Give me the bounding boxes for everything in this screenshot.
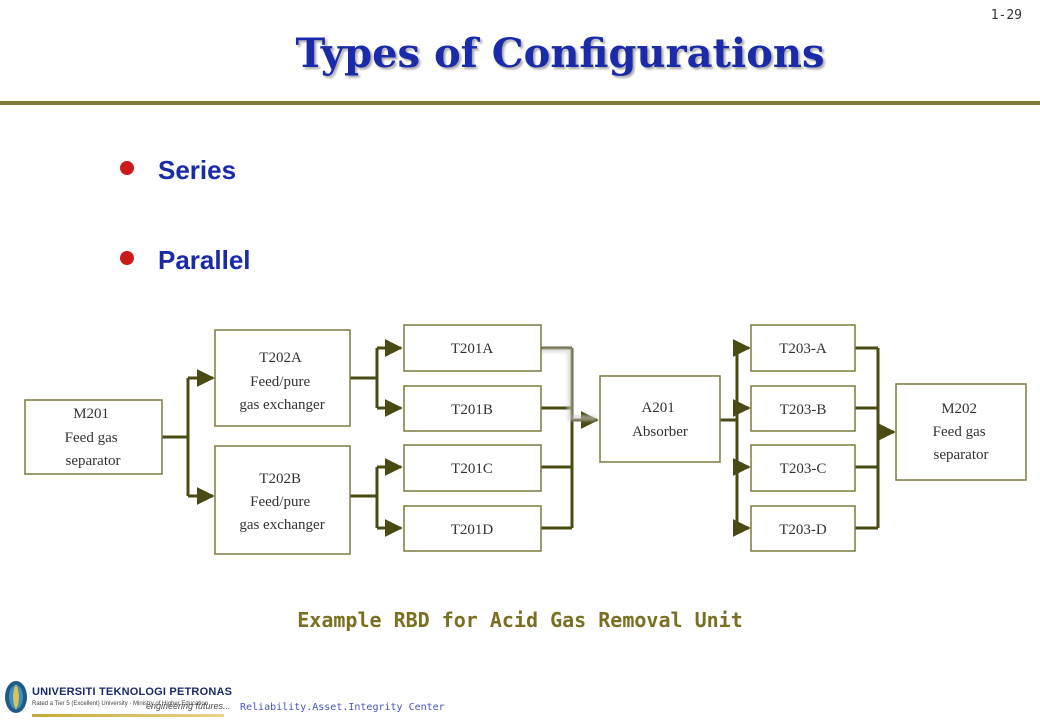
block-t201c <box>403 444 542 492</box>
bullet-label: Series <box>158 154 237 185</box>
block-a201 <box>599 375 721 463</box>
block-m202 <box>895 383 1027 481</box>
logo-underline <box>32 714 224 717</box>
rbd-diagram: M201 Feed gas separator T202A Feed/pure … <box>24 324 1027 555</box>
block-label-m202: M202 Feed gas separator <box>933 401 990 463</box>
block-t202b <box>214 445 351 555</box>
bullet-list: Series Parallel <box>120 150 251 330</box>
university-logo-icon <box>5 681 27 713</box>
block-t203c <box>750 444 856 492</box>
page-number: 1-29 <box>990 8 1022 23</box>
block-t201d <box>403 505 542 552</box>
university-slogan: engineering futures... <box>146 701 231 711</box>
bullet-item-series: Series <box>120 150 251 190</box>
rbd-block-labels: M201 Feed gas separator T202A Feed/pure … <box>65 341 990 538</box>
block-label-t202a: T202A Feed/pure gas exchanger <box>239 350 324 413</box>
block-label-t203c: T203-C <box>780 461 827 477</box>
bullet-item-parallel: Parallel <box>120 240 251 280</box>
block-m201 <box>24 399 163 475</box>
block-label-a201: A201 Absorber <box>632 400 688 440</box>
block-t203a <box>750 324 856 372</box>
university-tagline: Rated a Tier 5 (Excellent) University · … <box>32 701 209 707</box>
block-label-t201b: T201B <box>451 402 493 418</box>
bullet-dot-icon <box>120 161 134 175</box>
university-name: UNIVERSITI TEKNOLOGI PETRONAS <box>32 686 233 698</box>
block-label-t203a: T203-A <box>779 341 827 357</box>
diagram-caption: Example RBD for Acid Gas Removal Unit <box>297 608 743 632</box>
footer: UNIVERSITI TEKNOLOGI PETRONAS Rated a Ti… <box>0 674 1040 720</box>
block-label-t201d: T201D <box>451 522 494 538</box>
block-label-t202b: T202B Feed/pure gas exchanger <box>239 471 324 533</box>
block-t203b <box>750 385 856 432</box>
rbd-blocks <box>24 324 1027 555</box>
block-label-t201c: T201C <box>451 461 493 477</box>
block-label-m201: M201 Feed gas separator <box>65 406 122 469</box>
title-divider <box>0 101 1040 105</box>
block-t201a <box>403 324 542 372</box>
block-t202a <box>214 329 351 427</box>
block-label-t203b: T203-B <box>780 402 827 418</box>
block-label-t203d: T203-D <box>779 522 827 538</box>
block-label-t201a: T201A <box>451 341 494 357</box>
highlight-glow <box>541 347 596 421</box>
bullet-dot-icon <box>120 251 134 265</box>
page-title: Types of Configurations <box>295 30 825 77</box>
block-t203d <box>750 505 856 552</box>
block-t201b <box>403 385 542 432</box>
footer-center-text: Reliability.Asset.Integrity Center <box>240 702 445 713</box>
bullet-label: Parallel <box>158 244 251 275</box>
